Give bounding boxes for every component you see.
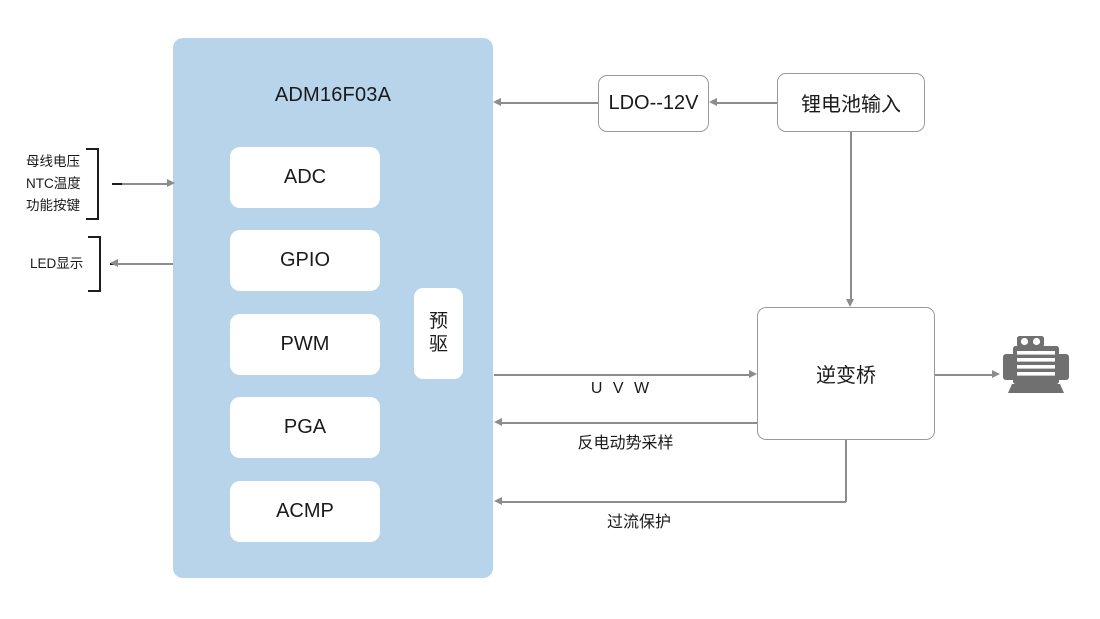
signal-led-display: LED显示 [30,256,84,272]
connector-battery-to-ldo [717,102,777,104]
connector-inverter-to-motor [935,374,992,376]
left-input-signal-labels: 母线电压 NTC温度 功能按键 [26,151,81,217]
arrowhead-battery-to-ldo [709,98,717,106]
connector-ldo-to-mcu [501,102,598,104]
block-inverter[interactable]: 逆变桥 [757,307,935,440]
arrowhead-battery-to-inverter [846,299,854,307]
arrowhead-uvw [749,370,757,378]
left-input-signal-group: 母线电压 NTC温度 功能按键 [26,148,99,220]
left-output-signal-labels: LED显示 [30,253,83,275]
edge-label-bemf: 反电动势采样 [577,435,674,452]
signal-bus-voltage: 母线电压 [26,154,80,170]
arrowhead-inputs-to-mcu [167,179,175,187]
edge-label-uvw: U V W [590,380,653,397]
peripheral-adc[interactable]: ADC [230,147,380,208]
connector-mcu-to-led [118,263,173,265]
predriver-label-line1: 预 [428,311,448,333]
arrowhead-inverter-to-motor [992,370,1000,378]
connector-ocp-horizontal [502,501,846,503]
arrowhead-bemf [494,418,502,426]
signal-ntc-temperature: NTC温度 [26,176,81,192]
peripheral-pga[interactable]: PGA [230,397,380,458]
arrowhead-ldo-to-mcu [493,98,501,106]
predriver-block[interactable]: 预 驱 [414,288,463,379]
left-output-signal-group: LED显示 [30,236,102,292]
mcu-title: ADM16F03A [274,84,392,106]
left-input-bracket-stub [112,183,124,185]
left-output-bracket [88,236,102,292]
connector-inputs-to-mcu [122,183,167,185]
block-battery[interactable]: 锂电池输入 [777,73,925,132]
connector-bemf [502,422,757,424]
arrowhead-mcu-to-led [110,259,118,267]
connector-uvw [494,374,749,376]
arrowhead-ocp [494,497,502,505]
peripheral-acmp[interactable]: ACMP [230,481,380,542]
connector-ocp-vertical [845,440,847,502]
signal-function-key: 功能按键 [26,197,80,213]
predriver-label-line2: 驱 [428,333,448,355]
connector-battery-to-inverter [850,132,852,299]
left-input-bracket [85,148,99,220]
peripheral-pwm[interactable]: PWM [230,314,380,375]
block-ldo[interactable]: LDO--12V [598,75,709,132]
peripheral-gpio[interactable]: GPIO [230,230,380,291]
motor-icon [1000,334,1072,396]
edge-label-ocp: 过流保护 [606,514,671,531]
